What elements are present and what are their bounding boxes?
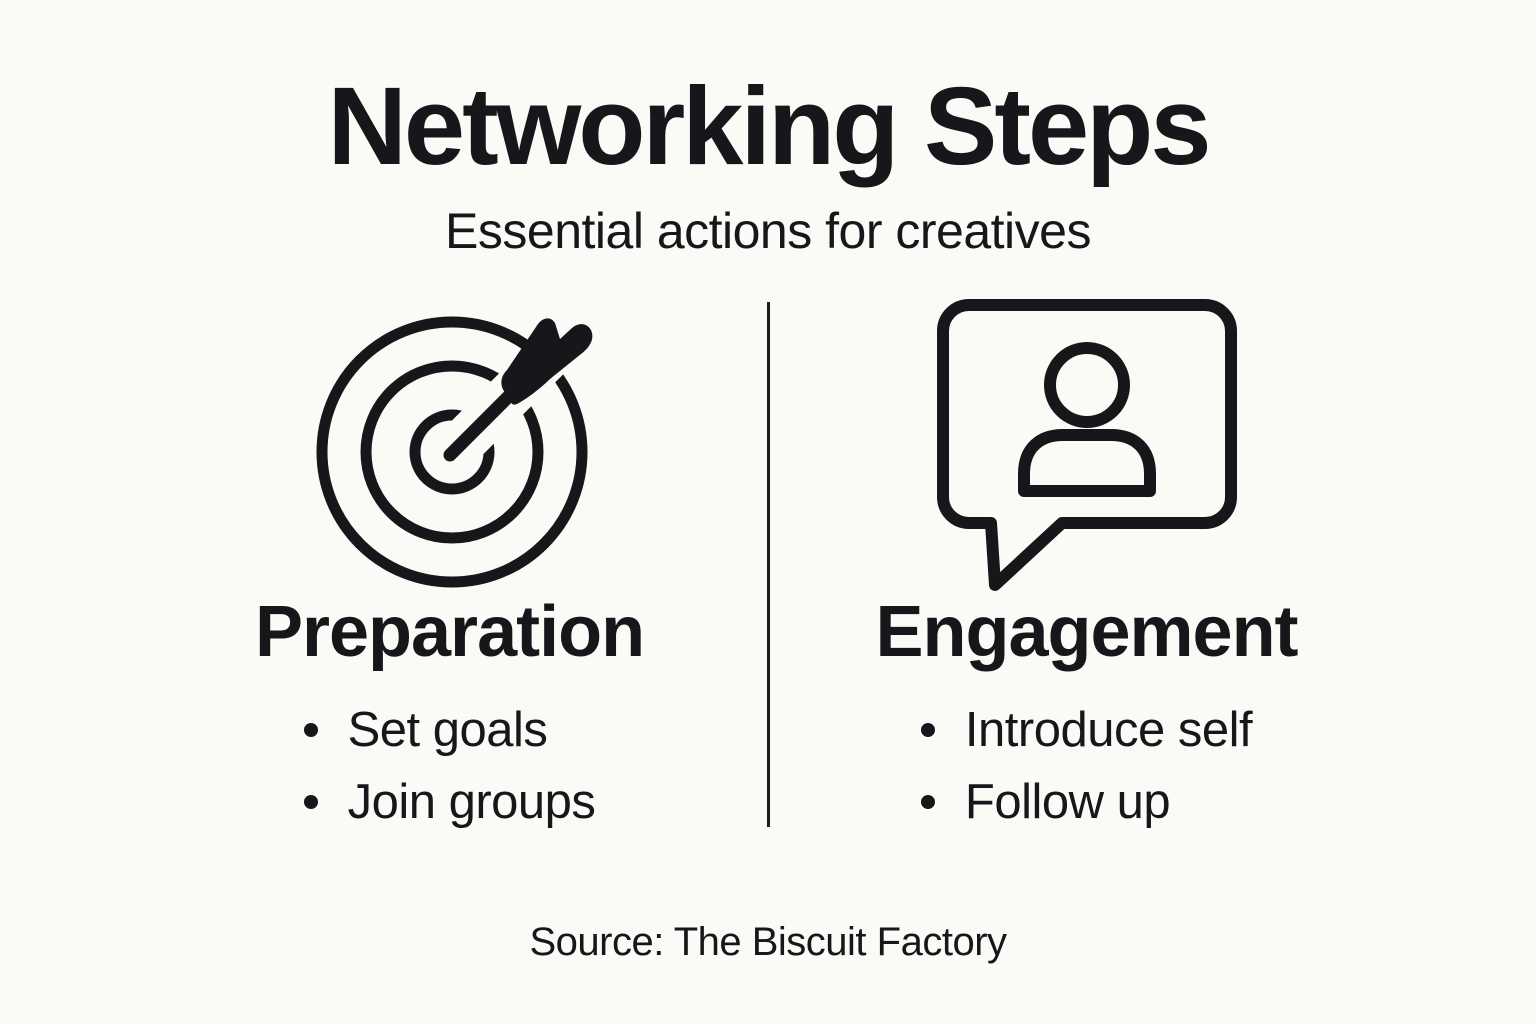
vertical-divider [766,302,770,827]
bullet-text: Introduce self [964,703,1253,757]
list-item: Introduce self [920,694,1253,766]
bullet-list-preparation: Set goals Join groups [303,694,596,838]
bullet-text: Set goals [347,703,548,757]
bullet-dot [920,795,935,809]
source-credit: Source: The Biscuit Factory [529,920,1007,964]
list-item: Follow up [920,766,1252,838]
header: Networking Steps Essential actions for c… [0,0,1536,261]
columns-container: Preparation Set goals Join groups [0,297,1536,838]
bullet-dot [303,795,318,809]
person-chat-bubble-icon [927,297,1247,597]
list-item: Set goals [303,694,596,766]
column-preparation: Preparation Set goals Join groups [150,297,750,838]
list-item: Join groups [303,766,596,838]
target-arrow-icon [300,297,600,597]
column-heading-engagement: Engagement [875,592,1298,672]
column-engagement: Engagement Introduce self Follow up [787,297,1387,838]
column-heading-preparation: Preparation [254,592,645,672]
bullet-list-engagement: Introduce self Follow up [920,694,1253,838]
bullet-text: Follow up [964,775,1171,829]
page-subtitle: Essential actions for creatives [445,203,1091,259]
page-title: Networking Steps [327,65,1211,188]
bullet-dot [920,723,935,737]
bullet-dot [303,723,318,737]
bullet-text: Join groups [347,775,596,829]
